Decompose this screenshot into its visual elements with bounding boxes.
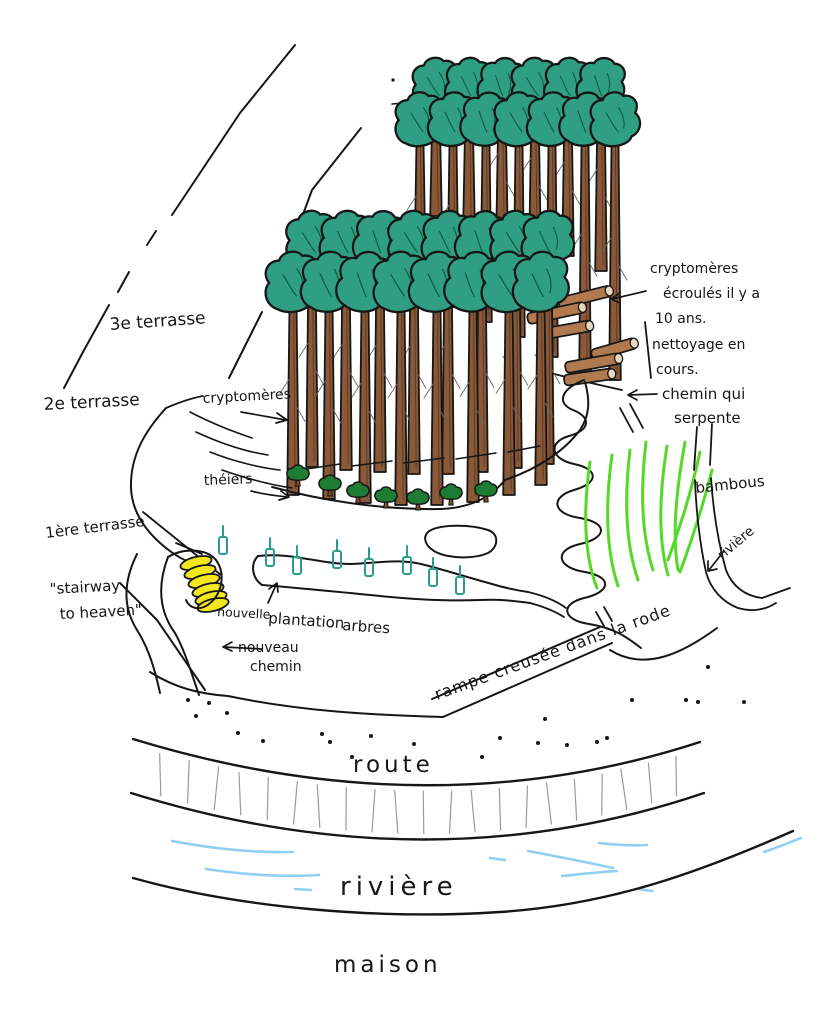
label-fallen-note-line3: 10 ans.	[655, 311, 706, 327]
annotation-arrows	[222, 290, 725, 652]
label-fallen-note-line2: écroulés il y a	[663, 286, 760, 302]
tree-canopy	[511, 250, 570, 313]
spiral-staircase	[179, 555, 230, 613]
bamboo-grove	[584, 440, 714, 590]
sapling-stake	[265, 537, 275, 567]
label-cryptomeres: cryptomères	[202, 386, 291, 407]
label-plantation: plantation	[268, 609, 345, 632]
label-terrace2: 2e terrasse	[43, 390, 140, 415]
drawing-layers	[63, 44, 803, 916]
label-nouveau: nouveau	[238, 640, 299, 656]
tea-plant	[318, 474, 342, 497]
label-chemin-serpente-line2: serpente	[674, 409, 741, 427]
label-maison: maison	[334, 952, 442, 978]
tea-plant	[439, 483, 463, 506]
middle-tree-cluster	[264, 209, 576, 506]
tea-plant	[474, 480, 498, 503]
river-far-bank	[131, 829, 795, 916]
label-chemin-serpente-line1: chemin qui	[662, 385, 745, 403]
label-terrace1: 1ère terrasse	[44, 512, 145, 542]
right-stream-lines	[693, 423, 791, 611]
tree	[511, 250, 570, 486]
ground-speckles	[186, 665, 746, 759]
sapling-stake	[455, 565, 465, 595]
label-stairway-line1: "stairway	[49, 576, 120, 598]
label-nouvelle: nouvelle	[217, 604, 271, 622]
label-terrace3: 3e terrasse	[109, 308, 206, 335]
label-fallen-note-line5: cours.	[656, 362, 699, 378]
tea-plants-row	[286, 464, 498, 511]
river-water	[170, 836, 803, 893]
log	[563, 367, 617, 387]
label-rampe: rampe creusée dans la rode	[432, 600, 673, 703]
plateau-edge-and-ramp	[119, 582, 718, 718]
label-arbres: arbres	[342, 616, 391, 637]
label-fallen-note-line4: nettoyage en	[652, 337, 745, 353]
sapling-stake	[332, 539, 342, 569]
tree-canopy	[589, 91, 642, 148]
label-route: route	[353, 752, 434, 778]
new-plantation-stakes	[218, 525, 465, 595]
label-theiers: théiers	[204, 471, 253, 489]
tea-plant	[374, 486, 398, 509]
tea-plant	[346, 481, 370, 504]
label-chemin: chemin	[250, 659, 302, 675]
label-fallen-note-line1: cryptomères	[650, 261, 738, 277]
terrace-slope-contours	[129, 395, 293, 576]
label-riviere: rivière	[340, 872, 458, 902]
sapling-stake	[218, 525, 228, 555]
new-path-outline	[125, 542, 223, 696]
sapling-stake	[292, 545, 302, 575]
plantation-bed	[252, 554, 567, 618]
tea-plant	[406, 488, 430, 511]
sapling-stake	[428, 557, 438, 587]
label-bambous: bambous	[695, 472, 766, 497]
tree	[520, 209, 576, 465]
top-tree-cluster	[394, 56, 652, 391]
winding-path	[553, 379, 644, 649]
tree	[589, 91, 642, 381]
log	[564, 352, 624, 374]
road	[129, 737, 706, 841]
sapling-stake	[364, 547, 374, 577]
label-stairway-line2: to heaven"	[59, 601, 142, 623]
tea-plant	[286, 464, 310, 487]
pond-outline	[424, 524, 498, 559]
fallen-logs	[526, 285, 639, 387]
sapling-stake	[402, 545, 412, 575]
label-riviere-right: rivière	[714, 523, 757, 563]
